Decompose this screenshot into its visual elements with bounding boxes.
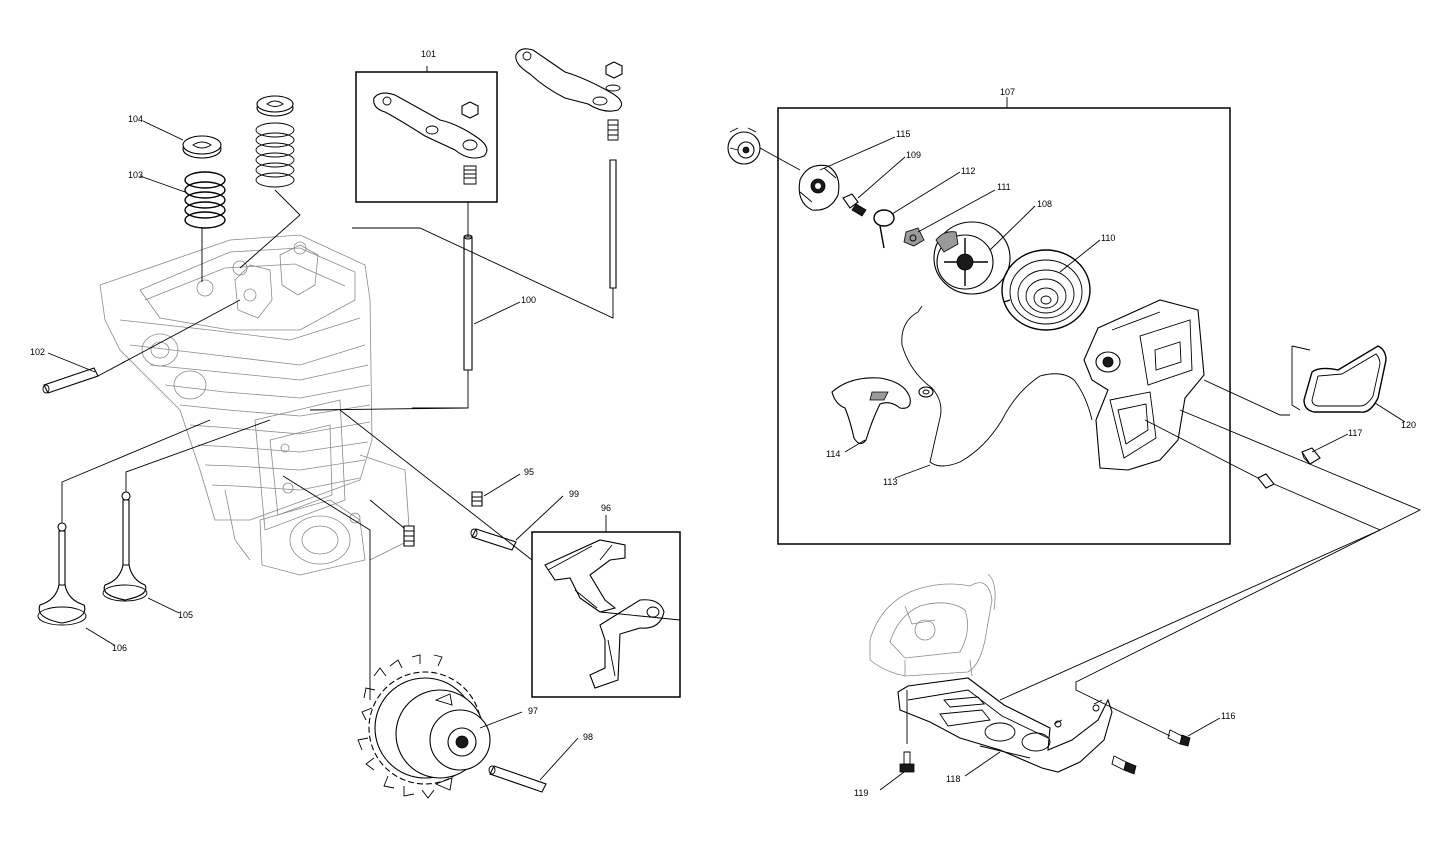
spring-clip-part [873,209,895,249]
callout-101: 101 [421,49,436,59]
callout-99: 99 [569,489,579,499]
callout-97: 97 [528,706,538,716]
callout-112: 112 [961,166,975,176]
callout-102: 102 [30,347,45,357]
pin-part [42,367,99,394]
callout-119: 119 [854,788,868,798]
callout-96: 96 [601,503,611,513]
callout-103: 103 [128,170,143,180]
starter-handle-part [831,377,934,445]
callout-111: 111 [997,182,1011,192]
friction-plate-part [903,227,925,247]
starter-housing-part [1083,299,1205,471]
cam-follower-part [544,539,665,689]
recoil-spring-part [1001,249,1091,331]
valve-spring-retainer-part [182,135,222,159]
cylinder-block-drawing [99,234,411,576]
callout-95: 95 [524,467,534,477]
valve-spring-part [184,171,226,229]
callout-100: 100 [521,295,536,305]
valve-spring-upper-part [255,95,295,188]
gasket-part [1303,345,1387,413]
collar-part [1257,447,1321,489]
callout-98: 98 [583,732,593,742]
callout-114: 114 [826,449,840,459]
rocker-arm-part [373,92,488,185]
mounting-bracket-part [897,677,1113,773]
callout-110: 110 [1101,233,1115,243]
callout-106: 106 [112,643,127,653]
callout-118: 118 [946,774,960,784]
starter-reel-part [933,221,1011,295]
rocker-arm-kit-frame [355,71,498,203]
ratchet-pawl-carrier-part [798,164,840,211]
valve-lifter-part [403,491,483,547]
camshaft-gear-part [357,654,491,799]
shaft-part [470,528,517,551]
push-rod-part [463,234,473,371]
callout-107: 107 [1000,87,1015,97]
rocker-arm-upper-drawing [515,48,623,289]
recoil-starter-kit-frame [777,107,1231,545]
callout-labels: 101 100 104 103 102 95 99 96 97 98 105 1… [30,49,1416,798]
bracket-bolt-part [1111,729,1191,775]
starter-rope-part [901,305,1093,467]
callout-115: 115 [896,129,910,139]
screw-part [842,193,867,217]
callout-117: 117 [1348,428,1362,438]
callout-113: 113 [883,477,897,487]
callout-104: 104 [128,114,143,124]
callout-116: 116 [1221,711,1235,721]
callout-leaders [47,66,1406,791]
callout-108: 108 [1037,199,1052,209]
callout-109: 109 [906,150,921,160]
starter-pulley-cup-drawing [727,127,761,165]
camshaft-pin-part [488,765,547,793]
callout-105: 105 [178,610,193,620]
intake-valve-part [37,522,87,626]
exhaust-valve-part [102,491,148,602]
bracket-screw-part [899,751,915,773]
assembly-lines [61,147,1422,744]
crankcase-partial-drawing [869,573,996,677]
callout-120: 120 [1401,420,1416,430]
